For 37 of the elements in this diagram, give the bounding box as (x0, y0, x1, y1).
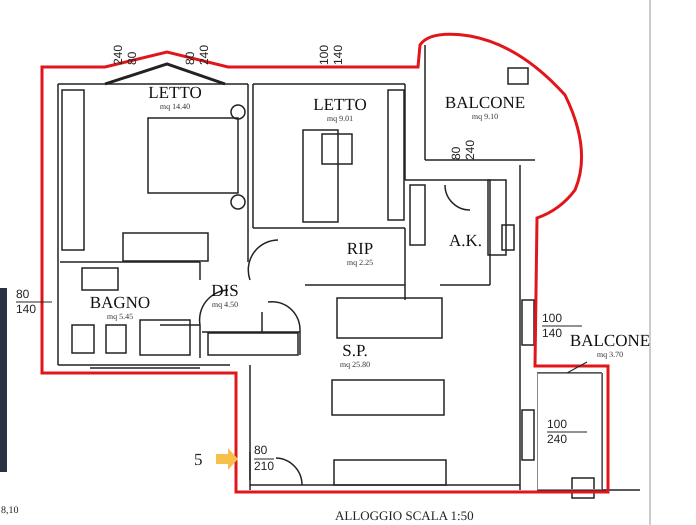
room-name: BALCONE (444, 94, 526, 112)
window-dimension: 80 (126, 52, 139, 65)
room-area: mq 5.45 (106, 312, 134, 322)
room-name: BALCONE (570, 332, 650, 350)
window-dimension: 80 (16, 288, 30, 301)
door-dimension: 240 (464, 140, 477, 160)
room-area: mq 9.01 (326, 114, 354, 124)
window-dimension: 100 (318, 44, 331, 65)
window-dimension: 240 (112, 44, 125, 65)
room-name: LETTO (148, 84, 202, 102)
entrance-number: 5 (194, 450, 202, 469)
leader-line (566, 362, 588, 374)
balcony-area (537, 373, 602, 490)
room-area: mq 9.10 (472, 112, 498, 122)
room-name: S.P. (342, 342, 368, 360)
window-dimension: 140 (542, 327, 562, 340)
room-name: RIP (346, 240, 374, 258)
plan-number: 8,10 (1, 505, 18, 517)
plan-scale-title: ALLOGGIO SCALA 1:50 (335, 508, 474, 523)
door-dimension: 80 (254, 444, 268, 457)
window-dimension: 100 (542, 312, 562, 325)
window-dimension: 140 (16, 303, 36, 316)
room-area: mq 14.40 (160, 102, 190, 112)
window-dimension: 240 (547, 433, 568, 446)
window-dimension: 140 (332, 44, 345, 65)
room-area: mq 3.70 (596, 350, 624, 360)
room-name: BAGNO (90, 294, 150, 312)
room-name: A.K. (448, 232, 482, 250)
window-dimension: 100 (547, 418, 568, 431)
window-dimension: 240 (198, 44, 211, 65)
room-area: mq 25.80 (340, 360, 370, 370)
door-dimension: 210 (254, 460, 274, 473)
door-dimension: 80 (450, 146, 463, 160)
room-area: mq 4.50 (212, 300, 238, 310)
room-area: mq 2.25 (346, 258, 374, 268)
room-name: LETTO (313, 96, 367, 114)
window-dimension: 80 (184, 52, 197, 65)
